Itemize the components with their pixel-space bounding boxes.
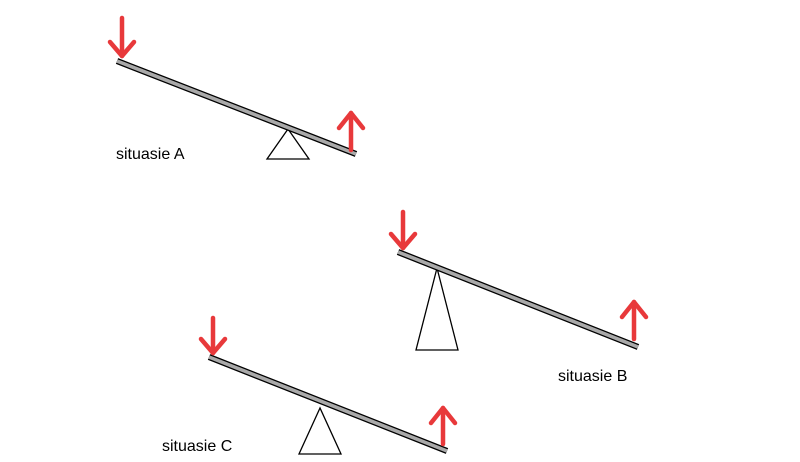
force-up-arrow-b <box>619 299 649 342</box>
label-situasie-b: situasie B <box>558 368 628 385</box>
fulcrum-b <box>415 267 459 351</box>
label-situasie-a: situasie A <box>116 146 185 163</box>
force-up-arrow-c <box>428 405 458 447</box>
beam-a-fill <box>116 59 357 156</box>
beam-b-fill <box>397 250 639 349</box>
scene-a <box>107 15 366 160</box>
beam-c-fill <box>208 355 448 453</box>
fulcrum-c <box>297 406 343 455</box>
scene-c <box>198 315 458 455</box>
scene-b <box>388 209 649 351</box>
force-down-arrow-b <box>388 209 418 251</box>
force-down-arrow-c <box>198 315 228 356</box>
label-situasie-c: situasie C <box>162 438 233 455</box>
force-up-arrow-a <box>336 110 366 153</box>
fulcrum-a <box>265 127 311 160</box>
force-down-arrow-a <box>107 15 137 59</box>
